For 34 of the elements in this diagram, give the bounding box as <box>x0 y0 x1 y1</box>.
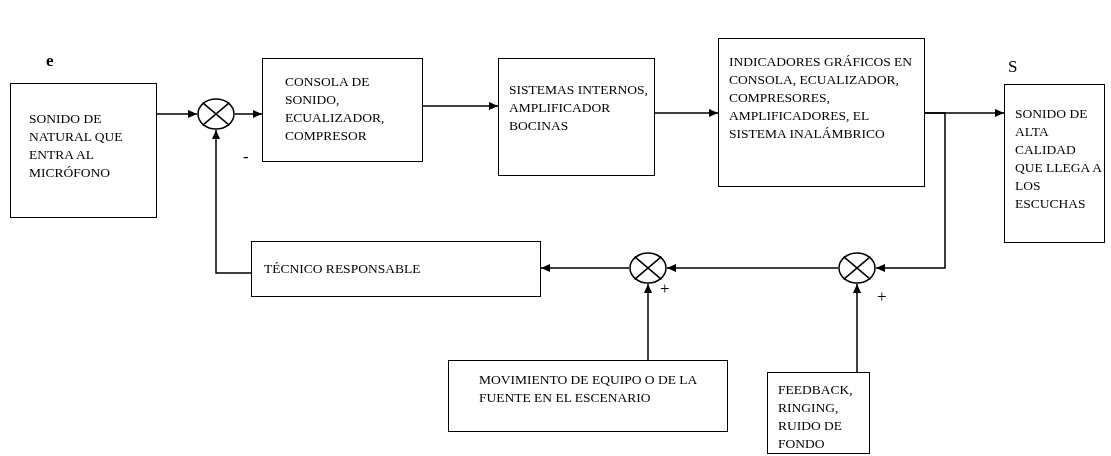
box-text: SONIDO DE ALTA CALIDAD QUE LLEGA A LOS ESCUCHAS <box>1015 105 1102 213</box>
process-box <box>262 58 423 162</box>
box-text: MOVIMIENTO DE EQUIPO O DE LA FUENTE EN EL ESCENARIO <box>479 371 698 407</box>
sign-label: - <box>243 148 249 166</box>
summing-junction <box>629 252 667 284</box>
signal-label: S <box>1008 58 1018 76</box>
arrow <box>422 101 499 111</box>
arrow <box>234 109 263 119</box>
process-box <box>1004 84 1105 243</box>
arrow <box>852 283 862 373</box>
arrow <box>211 129 252 274</box>
summing-junction <box>838 252 876 284</box>
box-text: SONIDO DE NATURAL QUE ENTRA AL MICRÓFONO <box>29 110 124 182</box>
process-box <box>10 83 157 218</box>
box-text: CONSOLA DE SONIDO, ECUALIZADOR, COMPRESOR <box>285 73 386 145</box>
process-box <box>448 360 728 432</box>
summing-junction <box>197 98 235 130</box>
process-box <box>498 58 655 176</box>
arrow <box>875 112 946 273</box>
arrow <box>666 263 839 273</box>
arrow <box>643 283 653 361</box>
arrow <box>156 109 198 119</box>
box-text: INDICADORES GRÁFICOS EN CONSOLA, ECUALIZADOR, COMPRESORES, AMPLIFICADORES, EL SISTEMA INALÁMBRICO <box>729 53 913 143</box>
box-text: FEEDBACK, RINGING, RUIDO DE FONDO <box>778 381 854 453</box>
box-text: SISTEMAS INTERNOS, AMPLIFICADOR BOCINAS <box>509 81 649 135</box>
process-box <box>251 241 541 297</box>
sign-label: + <box>877 288 887 306</box>
box-text: TÉCNICO RESPONSABLE <box>264 260 422 278</box>
arrow <box>540 263 630 273</box>
process-box <box>718 38 925 187</box>
arrow <box>654 108 719 118</box>
process-box <box>767 372 870 454</box>
signal-label: e <box>46 52 54 70</box>
sign-label: + <box>660 280 670 298</box>
